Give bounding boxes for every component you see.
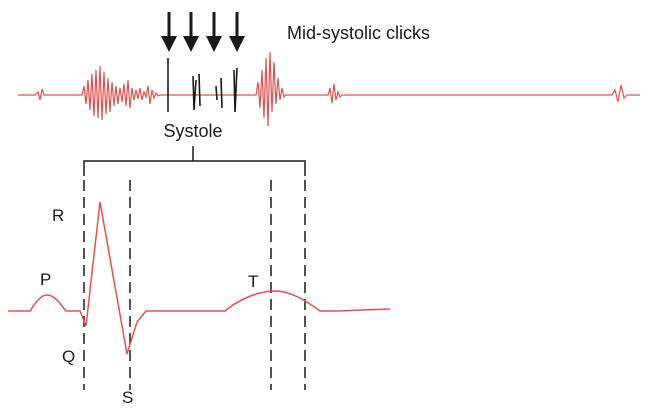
- wave-label-r: R: [52, 206, 64, 225]
- systole-bracket: [83, 146, 306, 176]
- click-arrows: [161, 12, 245, 52]
- ecg-dashed-lines: [83, 180, 306, 390]
- ecg-trace: [8, 201, 391, 355]
- phonocardiogram-trace: [18, 51, 640, 127]
- wave-label-t: T: [248, 272, 258, 291]
- clicks-caption: Mid-systolic clicks: [287, 23, 430, 43]
- click-arrow-2: [183, 12, 199, 52]
- click-arrow-3: [206, 12, 222, 52]
- wave-label-s: S: [122, 388, 133, 407]
- click-arrow-1: [161, 12, 177, 52]
- click-arrow-4: [229, 12, 245, 52]
- systole-label: Systole: [163, 121, 222, 141]
- click-spikes: [167, 58, 238, 113]
- wave-label-q: Q: [62, 347, 75, 366]
- wave-label-p: P: [40, 270, 51, 289]
